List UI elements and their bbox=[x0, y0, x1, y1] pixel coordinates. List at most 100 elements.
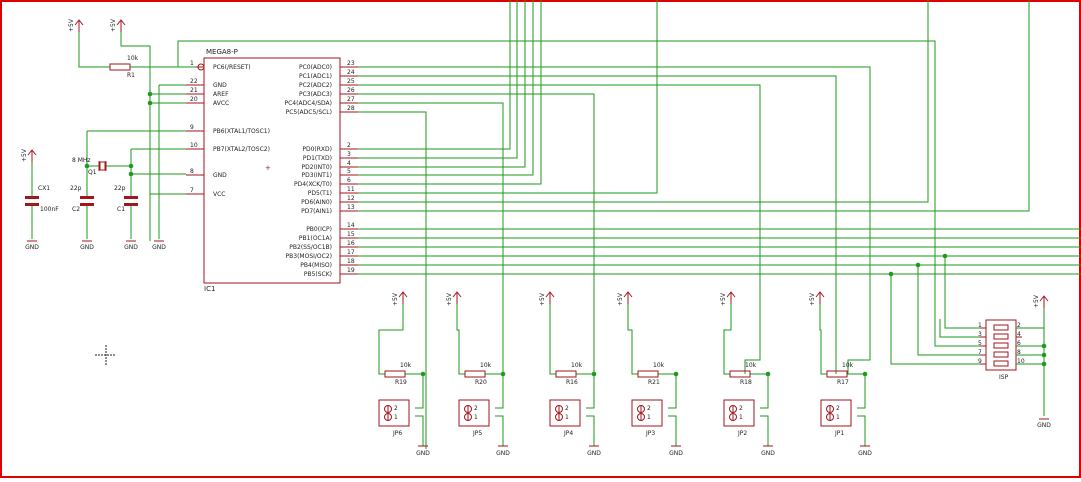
gnd-label: GND bbox=[80, 244, 94, 251]
jumper-pin-2: 2 bbox=[836, 405, 840, 412]
cap-c2[interactable]: 22p C2 bbox=[70, 185, 94, 213]
vcc-label: +5V bbox=[446, 292, 453, 306]
ic1-right-pins: 23PC0(ADC0)24PC1(ADC1)25PC2(ADC2)26PC3(A… bbox=[285, 60, 359, 278]
gnd-label: GND bbox=[152, 244, 166, 251]
jumper-name: JP2 bbox=[737, 430, 747, 437]
resistor-name: R17 bbox=[837, 379, 849, 386]
ic1-pin-number: 11 bbox=[347, 186, 355, 193]
jumper-pin-1: 1 bbox=[565, 414, 569, 421]
jumper-name: JP5 bbox=[472, 430, 482, 437]
ic1-pin-number: 23 bbox=[347, 60, 355, 67]
resistor-value: 10k bbox=[745, 362, 757, 369]
ic1-pin-number: 20 bbox=[190, 96, 198, 103]
ic1[interactable]: MEGA8-P IC1 + 1PC6(/RESET)22GND21AREF20A… bbox=[186, 48, 358, 293]
isp-pin-number: 7 bbox=[978, 349, 982, 356]
ic1-pin-number: 14 bbox=[347, 222, 355, 229]
isp-pin-number: 3 bbox=[978, 331, 982, 338]
vcc-label: +5V bbox=[21, 148, 28, 162]
gnd-symbol: GND bbox=[1037, 418, 1051, 429]
vcc-symbol: +5V bbox=[809, 291, 825, 306]
ic1-pin-number: 17 bbox=[347, 249, 355, 256]
jumper-pin-1: 1 bbox=[394, 414, 398, 421]
isp-pin-number: 4 bbox=[1017, 331, 1021, 338]
resistor-name: R21 bbox=[648, 379, 660, 386]
isp-pin-number: 5 bbox=[978, 340, 982, 347]
r1[interactable]: 10k R1 bbox=[109, 55, 139, 79]
gnd-label: GND bbox=[669, 450, 683, 457]
cap-cx1[interactable]: CX1 100nF bbox=[25, 185, 59, 213]
jumper-name: JP4 bbox=[563, 430, 573, 437]
cap-c1-value: 22p bbox=[114, 185, 126, 192]
gnd-symbol: GND bbox=[587, 445, 601, 457]
ic1-pin-label: GND bbox=[213, 82, 227, 89]
gnd-label: GND bbox=[25, 244, 39, 251]
ic1-pin-label: PC2(ADC2) bbox=[299, 82, 332, 89]
cap-c1[interactable]: 22p C1 bbox=[114, 185, 138, 213]
ic1-pin-label: PC1(ADC1) bbox=[299, 73, 332, 80]
ic1-pin-number: 15 bbox=[347, 231, 355, 238]
ic1-pin-label: PC0(ADC0) bbox=[299, 64, 332, 71]
gnd-label: GND bbox=[1037, 422, 1051, 429]
ic1-pin-number: 1 bbox=[190, 60, 194, 67]
vcc-symbol: +5V bbox=[1033, 294, 1049, 308]
wires-isp bbox=[939, 308, 1045, 416]
ic1-pin-label: AREF bbox=[213, 91, 229, 98]
ic1-pin-label: PB5(SCK) bbox=[304, 271, 332, 278]
resistor-name: R19 bbox=[395, 379, 407, 386]
isp-pin-number: 10 bbox=[1017, 358, 1025, 365]
isp-pin-number: 9 bbox=[978, 358, 982, 365]
ic1-pin-label: VCC bbox=[213, 191, 225, 198]
gnd-symbol: GND bbox=[496, 445, 510, 457]
vcc-label: +5V bbox=[1033, 294, 1040, 308]
vcc-label: +5V bbox=[720, 292, 727, 306]
gnd-symbol: GND bbox=[152, 240, 166, 251]
jumper-name: JP1 bbox=[834, 430, 844, 437]
gnd-label: GND bbox=[416, 450, 430, 457]
crystal-q1[interactable]: 8 MHz Q1 bbox=[72, 157, 107, 176]
cap-cx1-value: 100nF bbox=[40, 206, 59, 213]
